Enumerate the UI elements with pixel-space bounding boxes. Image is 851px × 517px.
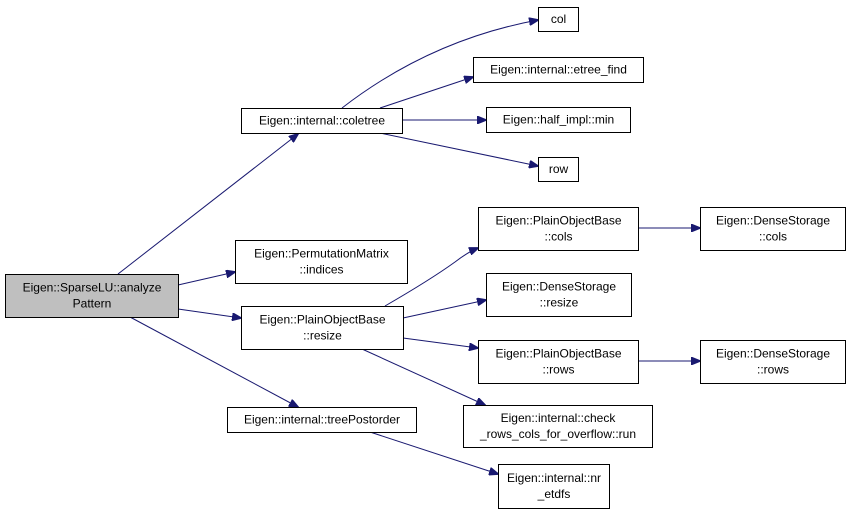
node-label: ::indices — [299, 263, 343, 277]
node-box — [227, 407, 417, 433]
node-pob_rows[interactable]: Eigen::PlainObjectBase::rows — [478, 340, 639, 384]
node-pob_cols[interactable]: Eigen::PlainObjectBase::cols — [478, 207, 639, 251]
node-coletree[interactable]: Eigen::internal::coletree — [241, 108, 403, 134]
edge-coletree-to-row — [379, 132, 538, 166]
edge-pob_resize-to-pob_rows — [402, 337, 478, 348]
node-label: _rows_cols_for_overflow::run — [479, 427, 636, 441]
node-label: Eigen::internal::nr — [507, 471, 601, 485]
node-label: ::resize — [540, 296, 579, 310]
node-tree_postorder[interactable]: Eigen::internal::treePostorder — [227, 407, 417, 433]
edge-coletree-to-etree_find — [379, 77, 473, 109]
node-box — [700, 340, 846, 384]
node-label: Eigen::PermutationMatrix — [254, 247, 389, 261]
edge-sparselu-to-coletree — [117, 134, 298, 275]
node-label: Eigen::internal::treePostorder — [244, 413, 400, 427]
node-label: Eigen::SparseLU::analyze — [23, 281, 162, 295]
node-label: ::rows — [542, 363, 574, 377]
node-ds_resize[interactable]: Eigen::DenseStorage::resize — [486, 273, 632, 317]
node-etree_find[interactable]: Eigen::internal::etree_find — [473, 57, 644, 83]
node-box — [473, 57, 644, 83]
node-pob_resize[interactable]: Eigen::PlainObjectBase::resize — [241, 306, 404, 350]
node-box — [235, 240, 408, 284]
node-box — [700, 207, 846, 251]
node-box — [498, 464, 610, 509]
node-label: Eigen::half_impl::min — [503, 113, 614, 127]
node-label: Eigen::internal::etree_find — [490, 63, 627, 77]
node-label: ::rows — [757, 363, 789, 377]
edge-sparselu-to-pob_resize — [177, 308, 241, 318]
node-box — [463, 405, 653, 448]
node-box — [478, 340, 639, 384]
node-label: row — [549, 162, 569, 176]
node-box — [241, 306, 404, 350]
node-label: Eigen::PlainObjectBase — [495, 347, 621, 361]
edge-pob_resize-to-ds_resize — [402, 300, 486, 319]
node-box — [241, 108, 403, 134]
node-nr_etdfs[interactable]: Eigen::internal::nr_etdfs — [498, 464, 610, 509]
node-check_overflow[interactable]: Eigen::internal::check_rows_cols_for_ove… — [463, 405, 653, 448]
node-label: col — [551, 12, 566, 26]
node-ds_cols[interactable]: Eigen::DenseStorage::cols — [700, 207, 846, 251]
node-label: ::cols — [544, 230, 572, 244]
node-label: ::resize — [303, 329, 342, 343]
node-perm_indices[interactable]: Eigen::PermutationMatrix::indices — [235, 240, 408, 284]
edge-pob_resize-to-check_overflow — [361, 348, 485, 405]
node-label: Eigen::DenseStorage — [716, 347, 830, 361]
node-label: Pattern — [73, 297, 112, 311]
edge-layer — [117, 20, 700, 474]
edge-pob_resize-to-pob_cols — [384, 248, 478, 307]
edge-sparselu-to-perm_indices — [177, 272, 235, 286]
node-label: Eigen::DenseStorage — [716, 214, 830, 228]
node-label: ::cols — [759, 230, 787, 244]
node-label: Eigen::PlainObjectBase — [495, 214, 621, 228]
node-box — [5, 274, 179, 318]
node-label: Eigen::PlainObjectBase — [259, 313, 385, 327]
node-half_min[interactable]: Eigen::half_impl::min — [486, 107, 631, 133]
node-box — [478, 207, 639, 251]
node-row[interactable]: row — [538, 157, 579, 182]
edge-coletree-to-col — [341, 20, 538, 109]
node-label: Eigen::internal::coletree — [259, 114, 385, 128]
node-ds_rows[interactable]: Eigen::DenseStorage::rows — [700, 340, 846, 384]
node-layer: Eigen::SparseLU::analyzePatternEigen::in… — [5, 7, 846, 509]
node-box — [486, 273, 632, 317]
edge-sparselu-to-tree_postorder — [129, 316, 298, 407]
edge-tree_postorder-to-nr_etdfs — [369, 431, 498, 474]
node-col[interactable]: col — [538, 7, 579, 32]
node-label: Eigen::internal::check — [501, 411, 617, 425]
node-label: Eigen::DenseStorage — [502, 280, 616, 294]
node-label: _etdfs — [537, 487, 571, 501]
node-box — [486, 107, 631, 133]
node-box — [538, 157, 579, 182]
node-box — [538, 7, 579, 32]
